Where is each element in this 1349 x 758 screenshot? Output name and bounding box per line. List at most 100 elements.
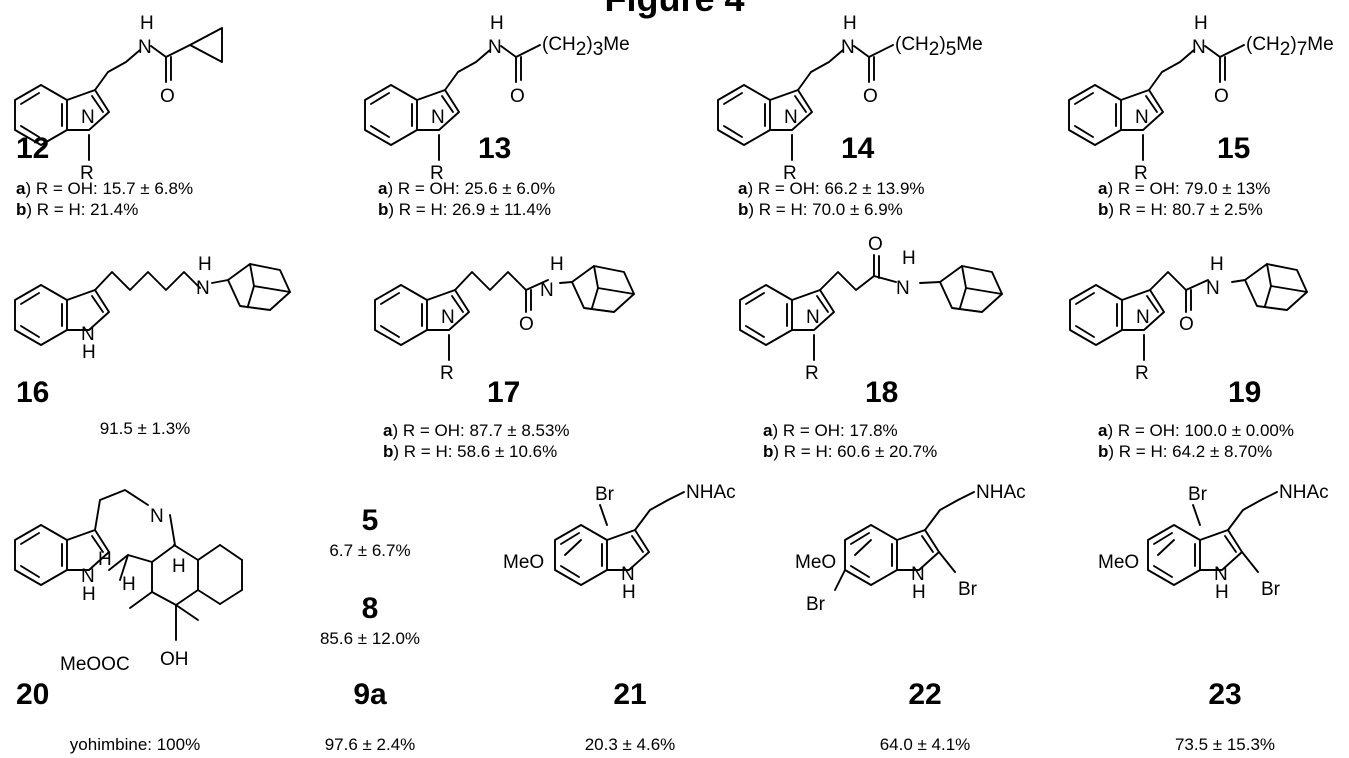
structure-20-yohimbine: H N H H MeOOC OH N H bbox=[14, 489, 243, 675]
svg-text:N: N bbox=[1214, 564, 1228, 585]
svg-text:H: H bbox=[82, 584, 96, 605]
compound-5-result: 6.7 ± 6.7% bbox=[329, 541, 411, 560]
compound-8-number: 8 bbox=[361, 592, 379, 625]
compound-8-result: 85.6 ± 12.0% bbox=[319, 629, 421, 648]
compound-22-number: 22 bbox=[908, 678, 942, 711]
svg-text:H: H bbox=[912, 582, 926, 603]
svg-text:Br: Br bbox=[1261, 579, 1281, 600]
structure-21: Br MeO NHAc N H bbox=[503, 482, 736, 603]
compound-9a-result: 97.6 ± 2.4% bbox=[324, 735, 416, 754]
svg-text:N: N bbox=[81, 566, 95, 587]
svg-text:O: O bbox=[510, 86, 525, 107]
svg-text:O: O bbox=[1214, 86, 1229, 107]
svg-text:Br: Br bbox=[806, 594, 826, 615]
svg-text:NHAc: NHAc bbox=[686, 482, 736, 503]
svg-text:MeO: MeO bbox=[795, 552, 836, 573]
svg-text:N: N bbox=[488, 37, 502, 58]
compound-15-number: 15 bbox=[1217, 132, 1251, 165]
structure-19: H N O N R bbox=[1069, 254, 1308, 384]
svg-text:N: N bbox=[431, 107, 445, 128]
compound-22-result: 64.0 ± 4.1% bbox=[879, 735, 971, 754]
svg-text:N: N bbox=[196, 278, 210, 299]
svg-text:N: N bbox=[621, 564, 635, 585]
svg-text:(CH2)3Me: (CH2)3Me bbox=[542, 34, 630, 60]
svg-text:O: O bbox=[1179, 314, 1194, 335]
compound-14-results: a) R = OH: 66.2 ± 13.9% b) R = H: 70.0 ±… bbox=[738, 179, 925, 219]
svg-text:N: N bbox=[540, 280, 554, 301]
svg-text:H: H bbox=[843, 13, 857, 34]
compound-18-number: 18 bbox=[865, 376, 899, 409]
svg-text:H: H bbox=[550, 254, 564, 275]
svg-text:N: N bbox=[138, 37, 152, 58]
compound-21-result: 20.3 ± 4.6% bbox=[584, 735, 676, 754]
figure-title: Figure 4 bbox=[0, 0, 1349, 20]
compound-12-results: a) R = OH: 15.7 ± 6.8% b) R = H: 21.4% bbox=[16, 179, 194, 219]
svg-text:H: H bbox=[622, 582, 636, 603]
svg-text:N: N bbox=[1192, 37, 1206, 58]
svg-text:O: O bbox=[160, 86, 175, 107]
structure-13: H N O N R (CH2)3Me bbox=[364, 13, 630, 184]
svg-text:N: N bbox=[911, 564, 925, 585]
svg-text:N: N bbox=[784, 107, 798, 128]
compound-23-result: 73.5 ± 15.3% bbox=[1174, 735, 1276, 754]
svg-text:R: R bbox=[80, 163, 94, 184]
svg-text:O: O bbox=[868, 234, 883, 255]
compound-12-number: 12 bbox=[16, 132, 50, 165]
compound-16-number: 16 bbox=[16, 376, 50, 409]
svg-text:NHAc: NHAc bbox=[976, 482, 1026, 503]
compound-19-results: a) R = OH: 100.0 ± 0.00% b) R = H: 64.2 … bbox=[1098, 421, 1294, 461]
compound-21-number: 21 bbox=[613, 678, 647, 711]
svg-text:Br: Br bbox=[958, 579, 978, 600]
svg-text:H: H bbox=[140, 13, 154, 34]
svg-text:Br: Br bbox=[1188, 484, 1208, 505]
svg-text:O: O bbox=[519, 314, 534, 335]
svg-text:OH: OH bbox=[160, 649, 189, 670]
svg-text:R: R bbox=[430, 163, 444, 184]
structure-14: H N O N R (CH2)5Me bbox=[717, 13, 983, 184]
compound-20-number: 20 bbox=[16, 678, 50, 711]
svg-text:N: N bbox=[841, 37, 855, 58]
compound-9a-number: 9a bbox=[353, 678, 387, 711]
compound-5-number: 5 bbox=[361, 504, 379, 537]
svg-text:H: H bbox=[902, 248, 916, 269]
svg-text:R: R bbox=[440, 363, 454, 384]
structure-23: Br MeO Br NHAc N H bbox=[1098, 482, 1329, 603]
svg-text:N: N bbox=[1136, 307, 1150, 328]
svg-text:O: O bbox=[863, 86, 878, 107]
svg-text:N: N bbox=[81, 107, 95, 128]
svg-text:N: N bbox=[1135, 107, 1149, 128]
svg-text:R: R bbox=[783, 163, 797, 184]
svg-text:MeOOC: MeOOC bbox=[60, 654, 130, 675]
svg-text:NHAc: NHAc bbox=[1279, 482, 1329, 503]
svg-text:Br: Br bbox=[595, 484, 615, 505]
structure-17: H N O N R bbox=[374, 254, 635, 384]
structure-16: H N N H bbox=[14, 254, 291, 363]
svg-text:R: R bbox=[1134, 163, 1148, 184]
svg-text:H: H bbox=[490, 13, 504, 34]
svg-text:N: N bbox=[150, 506, 164, 527]
svg-text:H: H bbox=[198, 254, 212, 275]
compound-13-number: 13 bbox=[478, 132, 512, 165]
structure-22: MeO Br Br NHAc N H bbox=[795, 482, 1026, 615]
svg-text:H: H bbox=[122, 574, 136, 595]
structure-12: H N O N R bbox=[14, 13, 223, 184]
compound-15-results: a) R = OH: 79.0 ± 13% b) R = H: 80.7 ± 2… bbox=[1098, 179, 1271, 219]
compound-16-result: 91.5 ± 1.3% bbox=[99, 419, 191, 438]
compound-17-number: 17 bbox=[487, 376, 521, 409]
compound-14-number: 14 bbox=[841, 132, 875, 165]
svg-text:MeO: MeO bbox=[1098, 552, 1139, 573]
svg-text:H: H bbox=[1215, 582, 1229, 603]
structure-15: H N O N R (CH2)7Me bbox=[1068, 13, 1334, 184]
svg-text:(CH2)7Me: (CH2)7Me bbox=[1246, 34, 1334, 60]
svg-text:R: R bbox=[1135, 363, 1149, 384]
svg-text:N: N bbox=[806, 307, 820, 328]
svg-text:(CH2)5Me: (CH2)5Me bbox=[895, 34, 983, 60]
structure-18: O H N N R bbox=[739, 234, 1003, 384]
svg-text:R: R bbox=[805, 363, 819, 384]
svg-text:H: H bbox=[98, 549, 112, 570]
svg-text:N: N bbox=[1206, 278, 1220, 299]
compound-23-number: 23 bbox=[1208, 678, 1242, 711]
compound-20-result: yohimbine: 100% bbox=[69, 735, 201, 754]
svg-text:H: H bbox=[82, 342, 96, 363]
